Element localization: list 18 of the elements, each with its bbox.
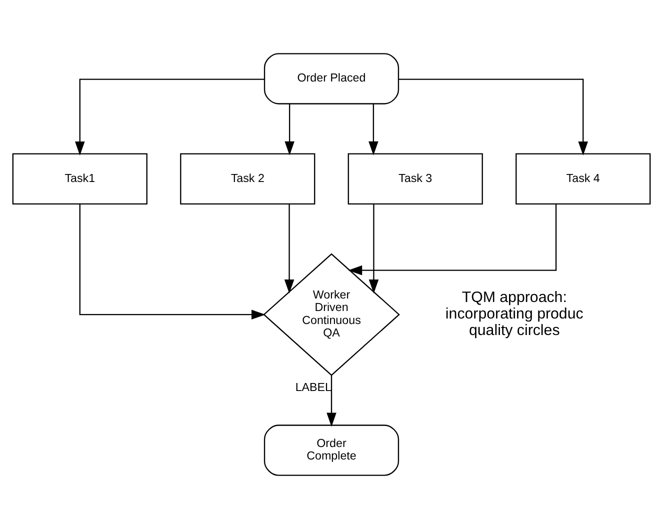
edge-label: LABEL bbox=[295, 380, 332, 394]
arrow bbox=[368, 104, 378, 156]
label: TQM approach: incorporating produc quality circles bbox=[445, 289, 584, 339]
node-box: Task 3 bbox=[348, 153, 483, 204]
node-box: Order Complete bbox=[264, 424, 400, 476]
arrow bbox=[284, 104, 294, 156]
arrow bbox=[398, 78, 588, 156]
arrow bbox=[284, 204, 294, 294]
arrow bbox=[368, 204, 379, 294]
node-box: Task 4 bbox=[516, 153, 651, 204]
node-diamond: Worker Driven Continuous QA bbox=[263, 253, 400, 376]
arrow bbox=[74, 78, 264, 156]
node-box: Task 2 bbox=[180, 153, 316, 204]
arrow bbox=[326, 375, 336, 427]
arrow bbox=[348, 204, 557, 276]
node-box: Order Placed bbox=[264, 53, 400, 104]
node-box: Task1 bbox=[12, 153, 148, 204]
arrow bbox=[79, 204, 266, 320]
